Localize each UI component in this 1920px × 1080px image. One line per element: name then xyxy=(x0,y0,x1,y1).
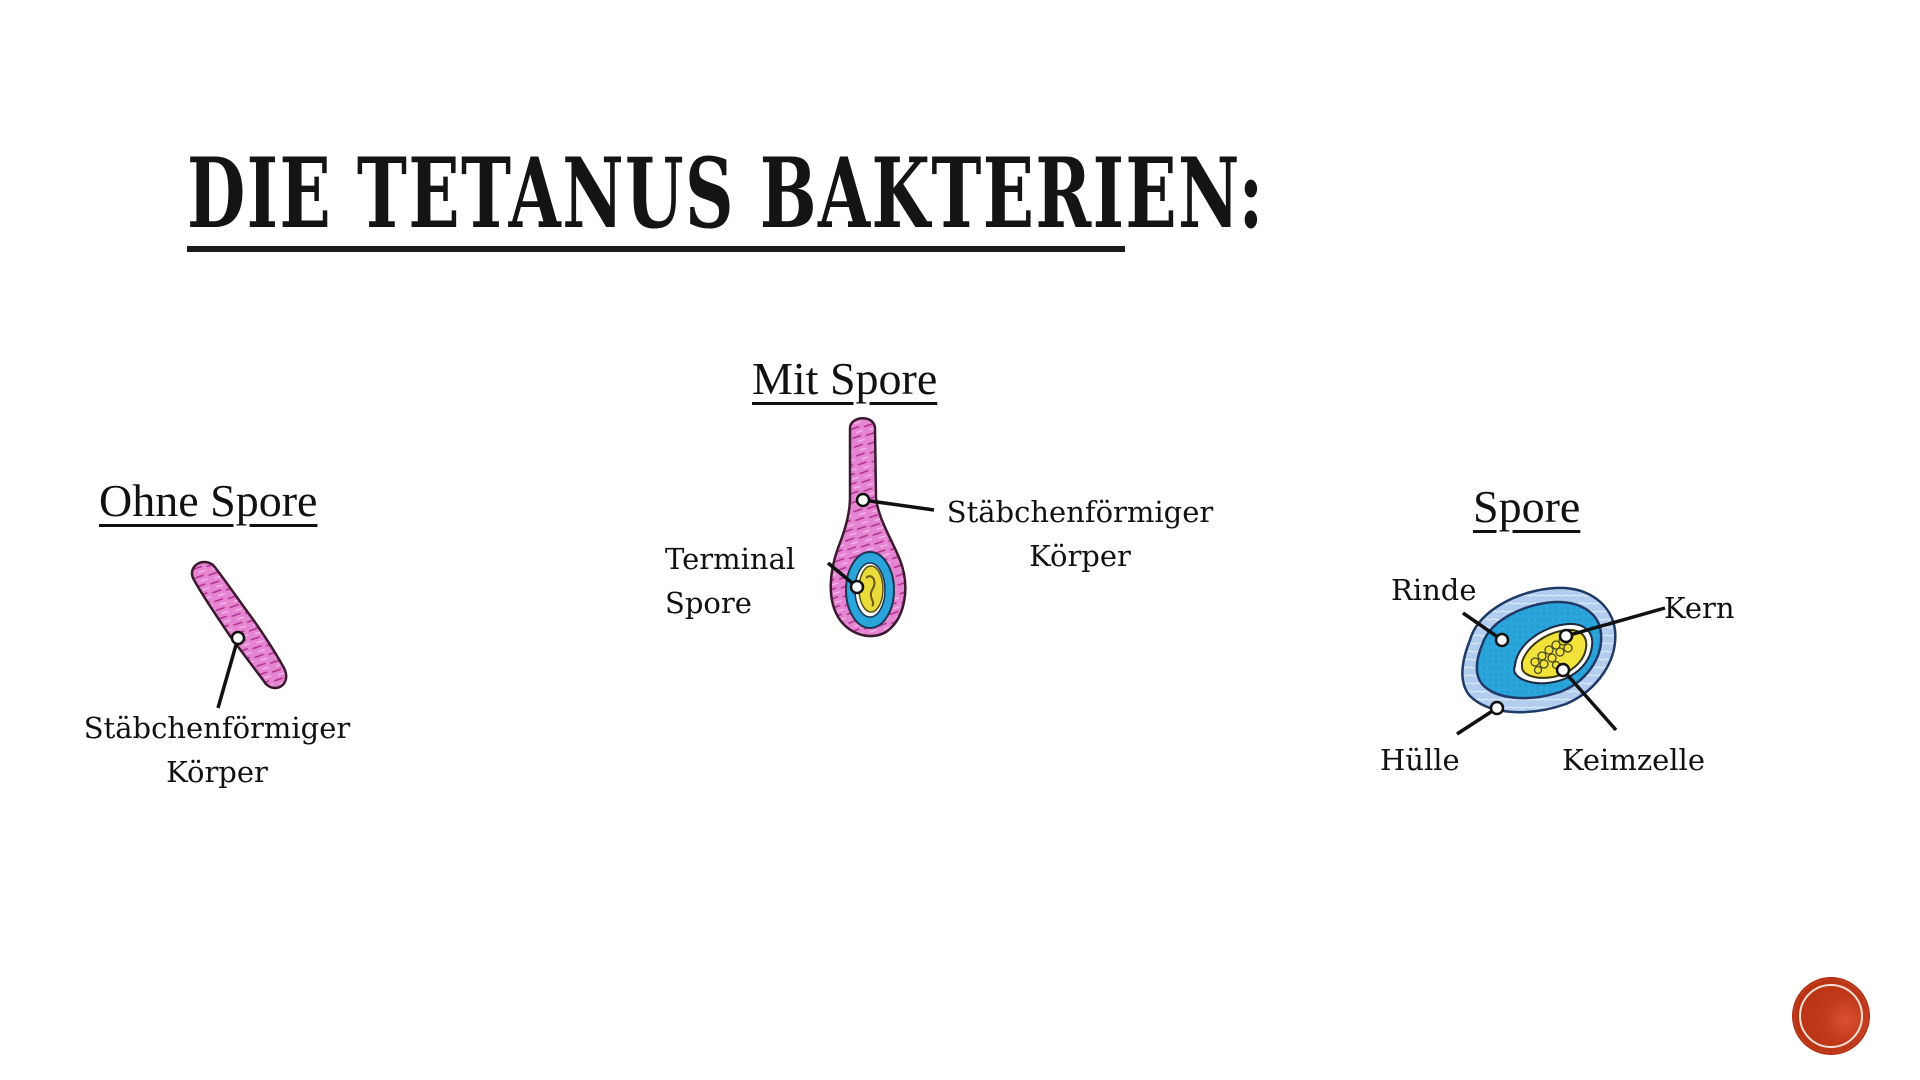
red-circle-button-icon xyxy=(1799,984,1863,1048)
rod-bacterium-icon xyxy=(190,560,288,709)
label-terminal-spore: Terminal Spore xyxy=(665,537,795,625)
label-line-2: Körper xyxy=(1029,539,1131,573)
label-line-1: Stäbchenförmiger xyxy=(83,711,351,745)
label-line-2: Spore xyxy=(665,586,752,620)
spore-granules xyxy=(1530,636,1573,675)
label-huelle: Hülle xyxy=(1380,743,1460,777)
title-underline xyxy=(187,246,1125,252)
heading-spore: Spore xyxy=(1473,481,1581,532)
label-mit-spore-body: Stäbchenförmiger Körper xyxy=(926,490,1234,578)
label-ohne-spore-body: Stäbchenförmiger Körper xyxy=(60,706,374,794)
heading-mit-spore: Mit Spore xyxy=(752,353,938,404)
label-line-2: Körper xyxy=(166,755,268,789)
slide-title: DIE TETANUS BAKTERIEN: xyxy=(187,137,1265,250)
heading-ohne-spore: Ohne Spore xyxy=(99,475,318,526)
label-line-1: Terminal xyxy=(665,542,796,576)
drumstick-bacterium-icon xyxy=(826,417,935,638)
label-kern: Kern xyxy=(1664,591,1735,625)
spore-cross-section-icon xyxy=(1456,586,1666,736)
label-rinde: Rinde xyxy=(1391,573,1477,607)
label-keimzelle: Keimzelle xyxy=(1562,743,1705,777)
next-slide-button[interactable] xyxy=(1794,979,1868,1053)
label-line-1: Stäbchenförmiger xyxy=(946,495,1214,529)
